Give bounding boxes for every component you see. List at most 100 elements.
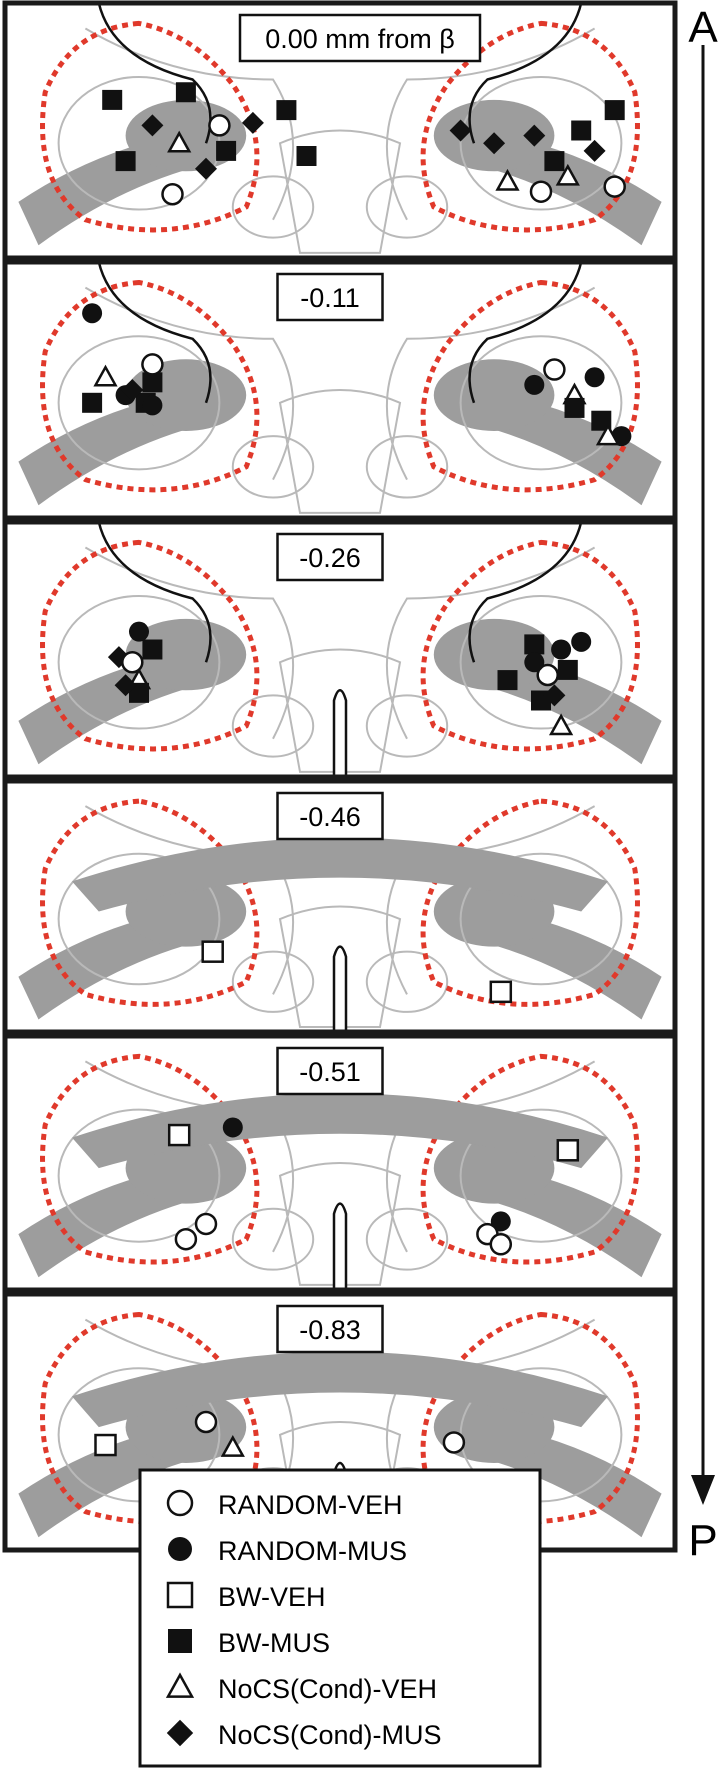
panel-frame [2,0,678,261]
legend-box [138,1468,542,1768]
legend-label: BW-VEH [218,1582,326,1612]
marker-bw-mus [524,634,545,655]
marker-random-mus [571,631,592,652]
ventricle [332,945,348,1032]
region-boundary [420,279,640,493]
legend-item: RANDOM-VEH [166,1489,403,1520]
region-boundary [420,539,640,752]
marker-nocs-mus [523,124,546,147]
anatomy-outline [57,335,221,471]
marker-bw-mus [544,151,565,172]
region-boundary [420,1311,640,1525]
section-label-box [276,1304,384,1354]
region-boundary [40,1311,260,1525]
marker-nocs-veh [495,168,520,191]
anatomy-outline [84,546,294,740]
gray-structure [433,359,555,431]
commissure-tract [72,1093,608,1169]
marker-bw-mus [129,682,149,703]
marker-random-veh [161,183,184,206]
marker-random-veh [174,1227,198,1251]
anatomy-outline [365,950,449,1013]
section-panel: -0.83 [2,1291,678,1553]
marker-random-mus [524,374,545,395]
panel-frame [2,259,678,521]
marker-random-veh [442,1431,466,1454]
legend: RANDOM-VEH RANDOM-MUS BW-VEH BW-MUS NoCS(Con… [138,1468,542,1768]
section-label: -0.83 [299,1315,361,1345]
section-panel: -0.46 [2,778,678,1035]
marker-bw-mus [175,82,196,103]
legend-label: BW-MUS [218,1628,330,1658]
section-label: -0.11 [300,283,360,313]
marker-bw-mus [115,151,136,172]
anatomy-outline [459,1108,623,1243]
marker-bw-mus [497,670,518,691]
marker-random-mus [584,367,605,388]
section-label: -0.51 [299,1057,361,1087]
anatomy-border [468,262,583,404]
legend-item: NoCS(Cond)-VEH [165,1672,437,1704]
legend-label: NoCS(Cond)-VEH [218,1674,437,1704]
anatomy-border [97,3,212,144]
marker-bw-mus [604,100,625,121]
marker-nocs-veh [220,1435,245,1457]
section-label: 0.00 mm from β [265,24,455,54]
marker-random-veh [489,1233,513,1256]
anatomy-outline [365,435,449,499]
section-label: -0.46 [299,802,361,832]
coronal-sections: 0.00 mm from β -0.11 -0.26 -0.46 -0.51 -0.83 [2,0,678,1553]
legend-item: BW-VEH [166,1581,326,1612]
anatomy-outline [84,286,294,481]
anatomy-border [468,3,583,144]
marker-random-mus [142,395,163,416]
marker-bw-veh [489,980,513,1004]
section-label-box [276,1046,384,1096]
anatomy-outline [278,648,402,773]
anatomy-outline [278,1421,402,1546]
anatomy-outline [386,546,596,740]
section-label-box [276,272,384,322]
anatomy-outline [365,694,449,758]
legend-label: RANDOM-MUS [218,1536,407,1566]
legend-item: NoCS(Cond)-MUS [166,1719,442,1750]
anatomy-outline [231,1207,315,1271]
legend-label: NoCS(Cond)-MUS [218,1720,442,1750]
anatomy-border [97,262,212,404]
marker-random-mus [551,639,572,660]
anatomy-border [468,522,583,663]
marker-bw-mus [276,100,297,121]
anatomy-outline [459,75,623,211]
marker-bw-mus [216,140,237,161]
anatomy-outline [459,335,623,471]
axis-label-anterior: A [688,3,718,52]
anatomy-outline [231,950,315,1013]
marker-nocs-mus [483,132,506,155]
region-boundary [40,1053,260,1265]
marker-random-veh [536,663,559,687]
marker-random-veh [141,353,164,376]
section-panel: -0.26 [2,519,678,780]
commissure-tract [72,837,608,912]
ventricle [332,689,348,777]
marker-bw-veh [166,1581,194,1609]
legend-item: BW-MUS [168,1628,330,1658]
axis-arrowhead-icon [691,1475,715,1505]
anterior-posterior-axis: A P [688,3,718,1565]
legend-label: RANDOM-VEH [218,1490,403,1520]
section-panel: 0.00 mm from β [2,0,678,261]
marker-random-veh [121,651,144,674]
marker-nocs-veh [555,163,580,186]
marker-bw-mus [168,1629,192,1653]
legend-item: RANDOM-MUS [168,1536,407,1566]
marker-bw-mus [142,639,163,660]
panel-frame [2,778,678,1035]
marker-random-mus [222,1117,243,1138]
axis-label-posterior: P [688,1516,717,1565]
gray-structure [125,618,247,691]
section-label-box [276,791,384,841]
gray-structure [433,618,555,691]
region-boundary [40,539,260,752]
anatomy-outline [365,1207,449,1271]
